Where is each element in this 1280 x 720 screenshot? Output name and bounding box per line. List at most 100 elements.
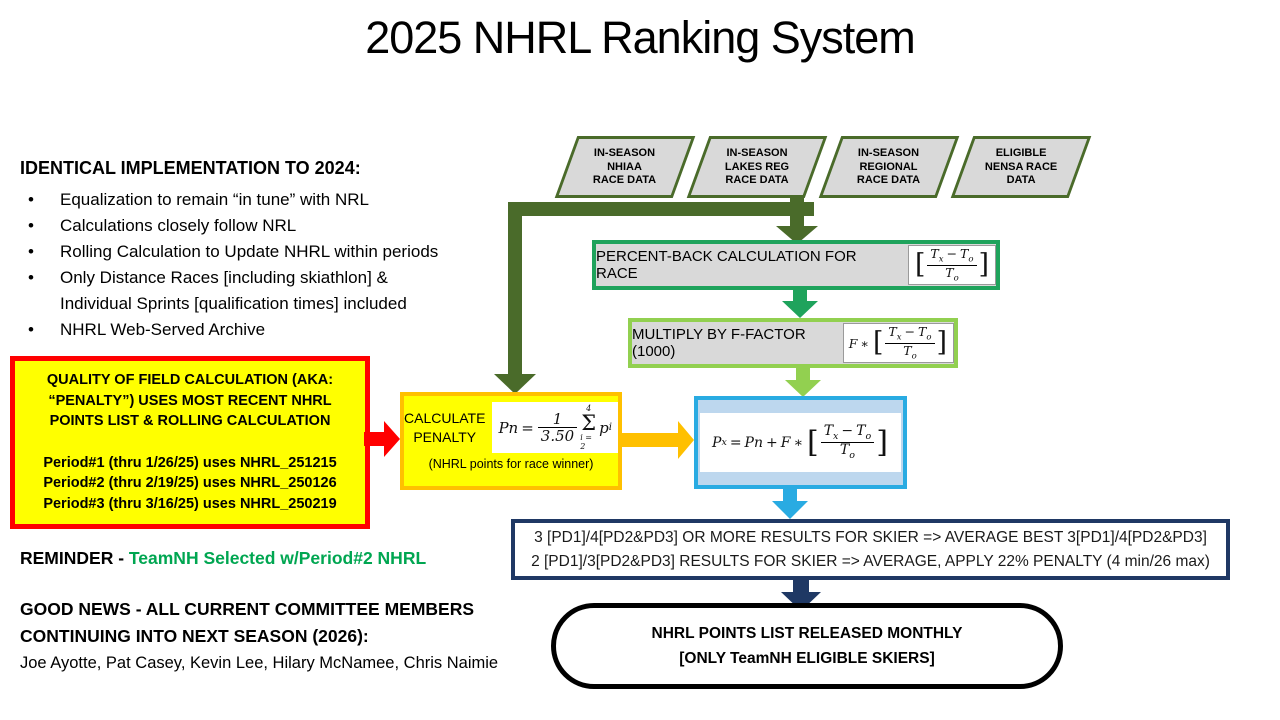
summation: 4 Σ i = 2 (580, 404, 597, 451)
percent-back-label: PERCENT-BACK CALCULATION FOR RACE (596, 248, 857, 282)
math-op: − (904, 323, 916, 339)
data-source-row: IN-SEASON NHIAA RACE DATA IN-SEASON LAKE… (554, 136, 1092, 198)
gold-right-arrow-icon (620, 421, 694, 459)
math-sub: o (968, 254, 974, 265)
red-right-arrow-icon (364, 421, 400, 457)
calculate-penalty-box: CALCULATE PENALTY Pn= 1 3.50 4 Σ i = 2 p… (400, 392, 622, 490)
math-var: T (945, 264, 954, 280)
math-var: T (960, 245, 969, 261)
note-line: POINTS LIST & ROLLING CALCULATION (49, 413, 331, 429)
cyan-down-arrow-icon (772, 487, 808, 519)
data-source-nhiaa: IN-SEASON NHIAA RACE DATA (554, 136, 696, 198)
math-var: T (918, 323, 927, 339)
note-line: QUALITY OF FIELD CALCULATION (AKA: (46, 372, 334, 388)
math-var: Pn (498, 418, 519, 437)
math-op: ∗ (793, 434, 803, 451)
fraction-numerator: Tx−To (927, 245, 977, 266)
bullet-list: Equalization to remain “in tune” with NR… (20, 187, 528, 343)
fraction-numerator: 1 (537, 410, 578, 428)
results-rule-line: 3 [PD1]/4[PD2&PD3] OR MORE RESULTS FOR S… (534, 528, 1207, 546)
data-source-nensa: ELIGIBLE NENSA RACE DATA (950, 136, 1092, 198)
bullet-item: NHRL Web-Served Archive (20, 317, 528, 343)
source-line: IN-SEASON (726, 146, 788, 159)
fraction-denominator: To (885, 342, 934, 362)
green-down-arrow-icon (782, 289, 818, 318)
source-line: LAKES REG (724, 160, 790, 173)
math-sub: o (865, 430, 872, 442)
math-sub: x (721, 437, 727, 448)
oval-line: NHRL POINTS LIST RELEASED MONTHLY (651, 625, 963, 642)
committee-members: Joe Ayotte, Pat Casey, Kevin Lee, Hilary… (20, 654, 499, 672)
penalty-label: CALCULATE PENALTY (404, 409, 485, 447)
good-news-line: CONTINUING INTO NEXT SEASON (2026): (20, 626, 369, 646)
data-source-label: IN-SEASON REGIONAL RACE DATA (857, 147, 920, 188)
source-line: RACE DATA (593, 173, 657, 186)
bullet-item: Only Distance Races [including skiathlon… (20, 265, 528, 317)
math-var: Pn (744, 434, 763, 451)
fraction-numerator: Tx−To (820, 422, 875, 443)
note-spacer (17, 432, 363, 453)
note-line: “PENALTY”) USES MOST RECENT NHRL (48, 392, 332, 409)
source-line: REGIONAL (859, 160, 919, 173)
right-bracket: ] (978, 248, 989, 280)
bullet-item: Equalization to remain “in tune” with NR… (20, 187, 528, 213)
penalty-label-line: PENALTY (413, 428, 477, 445)
source-line: ELIGIBLE (995, 146, 1047, 159)
math-sub: i (608, 422, 612, 433)
left-info-panel: IDENTICAL IMPLEMENTATION TO 2024: Equali… (20, 158, 528, 343)
math-sub: x (896, 332, 902, 343)
note-period-line: Period#1 (thru 1/26/25) uses NHRL_251215 (43, 454, 337, 471)
right-bracket: ] (876, 424, 888, 460)
fraction: 1 3.50 (537, 410, 578, 445)
math-var: F (848, 335, 858, 351)
math-var: T (839, 442, 850, 458)
multiply-f-factor-box: MULTIPLY BY F-FACTOR (1000) F ∗ [ Tx−To … (628, 318, 958, 368)
multiply-label: MULTIPLY BY F-FACTOR (1000) (632, 326, 806, 360)
math-var: T (888, 323, 897, 339)
source-line: DATA (1006, 173, 1036, 186)
math-op: − (841, 422, 854, 439)
math-op: = (521, 418, 534, 437)
source-line: IN-SEASON (594, 146, 656, 159)
left-bracket: [ (914, 248, 926, 280)
fraction-denominator: 3.50 (540, 427, 575, 445)
math-var: P (712, 434, 722, 451)
math-op: ∗ (860, 335, 869, 351)
data-source-regional: IN-SEASON REGIONAL RACE DATA (818, 136, 960, 198)
reminder-note: REMINDER - TeamNH Selected w/Period#2 NH… (20, 548, 426, 569)
math-op: − (946, 245, 958, 261)
light-green-down-arrow-icon (785, 367, 821, 397)
math-sub: o (849, 449, 855, 461)
sigma-icon: Σ (581, 411, 597, 435)
reminder-label: REMINDER - (20, 548, 129, 568)
fraction-numerator: Tx−To (885, 323, 935, 344)
source-line: NHIAA (607, 160, 643, 173)
penalty-note: (NHRL points for race winner) (428, 457, 594, 471)
sum-upper-limit: 4 (586, 404, 592, 413)
percent-back-box: PERCENT-BACK CALCULATION FOR RACE [ Tx−T… (592, 240, 1000, 290)
left-bracket: [ (806, 424, 819, 460)
f-factor-formula: F ∗ [ Tx−To To ] (842, 322, 954, 364)
reminder-highlight: TeamNH Selected w/Period#2 NHRL (128, 548, 427, 568)
math-sub: x (833, 430, 839, 442)
good-news-note: GOOD NEWS - ALL CURRENT COMMITTEE MEMBER… (20, 596, 498, 677)
note-period-line: Period#3 (thru 3/16/25) uses NHRL_250219 (43, 495, 337, 512)
data-source-label: IN-SEASON LAKES REG RACE DATA (725, 147, 789, 188)
fraction-denominator: To (821, 442, 875, 461)
fraction: Tx−To To (885, 323, 935, 362)
oval-line: [ONLY TeamNH ELIGIBLE SKIERS] (679, 650, 935, 667)
math-sub: o (926, 332, 932, 343)
results-rules-box: 3 [PD1]/4[PD2&PD3] OR MORE RESULTS FOR S… (511, 519, 1230, 580)
math-var: T (903, 342, 912, 358)
navy-down-arrow-icon (781, 578, 821, 611)
sum-lower-limit: i = 2 (580, 433, 592, 451)
data-source-lakes-region: IN-SEASON LAKES REG RACE DATA (686, 136, 828, 198)
fraction-denominator: To (927, 264, 976, 284)
source-line: NENSA RACE (984, 160, 1058, 173)
left-bracket: [ (872, 326, 884, 358)
dark-green-elbow-connector-icon (494, 196, 818, 394)
